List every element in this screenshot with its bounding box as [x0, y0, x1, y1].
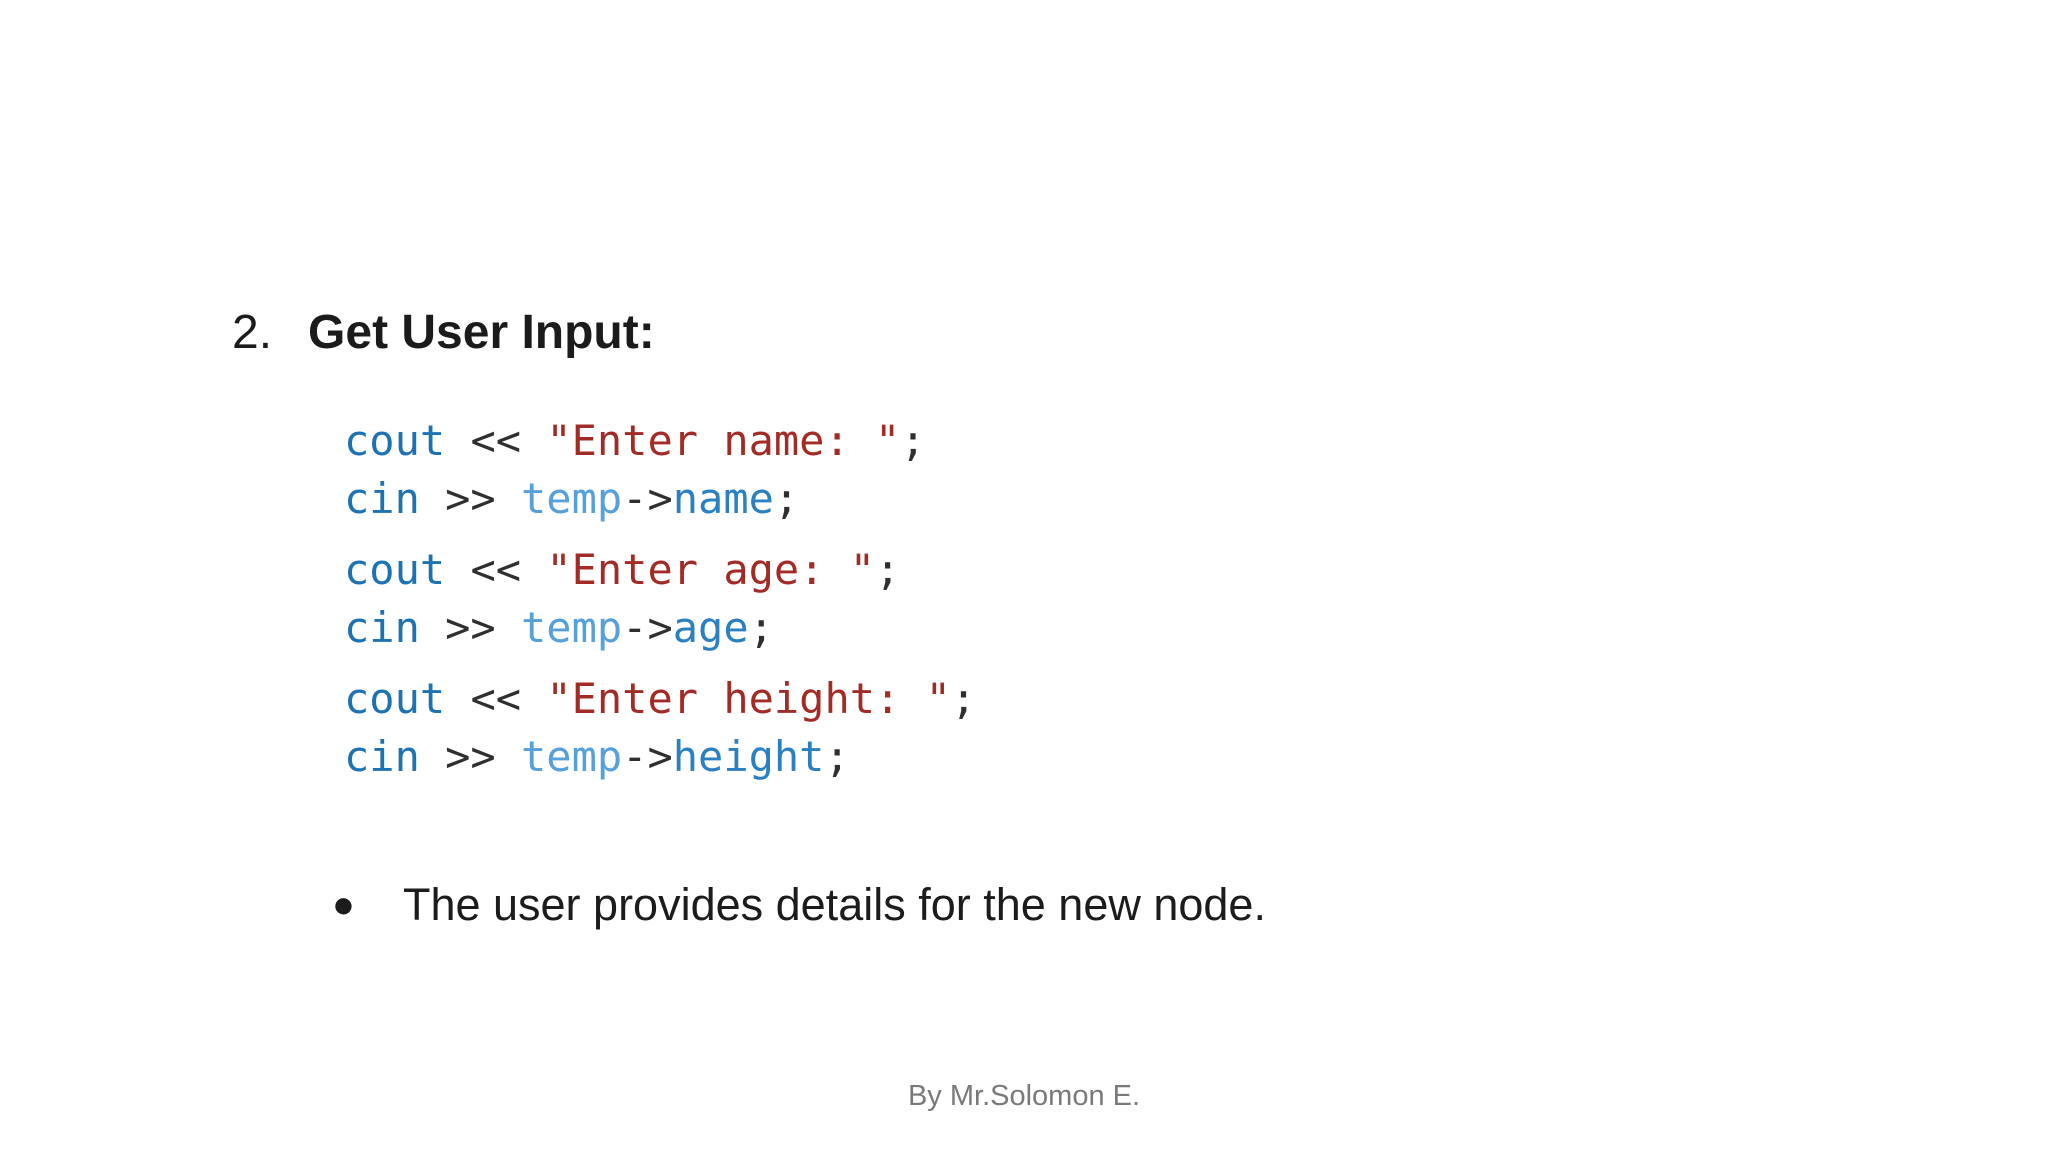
- code-token-op: >>: [419, 732, 522, 781]
- bullet-item: ● The user provides details for the new …: [332, 876, 1266, 934]
- code-token-str: "Enter age: ": [546, 545, 876, 594]
- heading-number: 2.: [232, 306, 273, 359]
- code-line: cout << "Enter height: ";: [344, 670, 976, 728]
- code-line: cin >> temp->age;: [344, 599, 976, 657]
- code-token-kw: cin: [344, 474, 420, 523]
- code-token-op: ;: [748, 603, 774, 652]
- code-token-var: temp: [521, 603, 623, 652]
- code-token-op: ;: [824, 732, 850, 781]
- code-token-op: ;: [900, 416, 926, 465]
- heading: 2. Get User Input:: [232, 306, 655, 360]
- heading-text: Get User Input:: [308, 306, 655, 359]
- code-token-kw: cout: [344, 416, 446, 465]
- code-token-op: ;: [773, 474, 800, 523]
- code-token-op: ;: [875, 545, 901, 594]
- code-line: cin >> temp->height;: [344, 728, 976, 786]
- code-token-op: <<: [445, 416, 547, 465]
- code-token-kw: cin: [344, 732, 420, 781]
- code-line: cout << "Enter name: ";: [344, 412, 976, 470]
- code-line: cout << "Enter age: ";: [344, 541, 976, 599]
- code-token-mem: height: [672, 732, 825, 781]
- code-token-op: ;: [950, 674, 977, 723]
- code-token-mem: age: [672, 603, 749, 652]
- code-token-op: <<: [445, 674, 547, 723]
- code-token-var: temp: [521, 732, 623, 781]
- code-token-op: >>: [419, 474, 522, 523]
- code-token-kw: cout: [344, 674, 446, 723]
- code-token-var: temp: [521, 474, 623, 523]
- code-token-op: ->: [622, 603, 673, 652]
- code-token-op: ->: [622, 474, 673, 523]
- bullet-text: The user provides details for the new no…: [402, 879, 1266, 930]
- bullet-marker: ●: [332, 884, 355, 926]
- code-token-kw: cout: [344, 545, 446, 594]
- code-line: cin >> temp->name;: [344, 470, 976, 528]
- code-token-str: "Enter name: ": [546, 416, 901, 465]
- code-token-str: "Enter height: ": [546, 674, 951, 723]
- code-block: cout << "Enter name: ";cin >> temp->name…: [344, 412, 976, 786]
- footer-credit: By Mr.Solomon E.: [907, 1080, 1141, 1112]
- code-token-mem: name: [672, 474, 774, 523]
- code-token-kw: cin: [344, 603, 420, 652]
- code-token-op: <<: [445, 545, 547, 594]
- code-token-op: ->: [622, 732, 673, 781]
- code-token-op: >>: [419, 603, 522, 652]
